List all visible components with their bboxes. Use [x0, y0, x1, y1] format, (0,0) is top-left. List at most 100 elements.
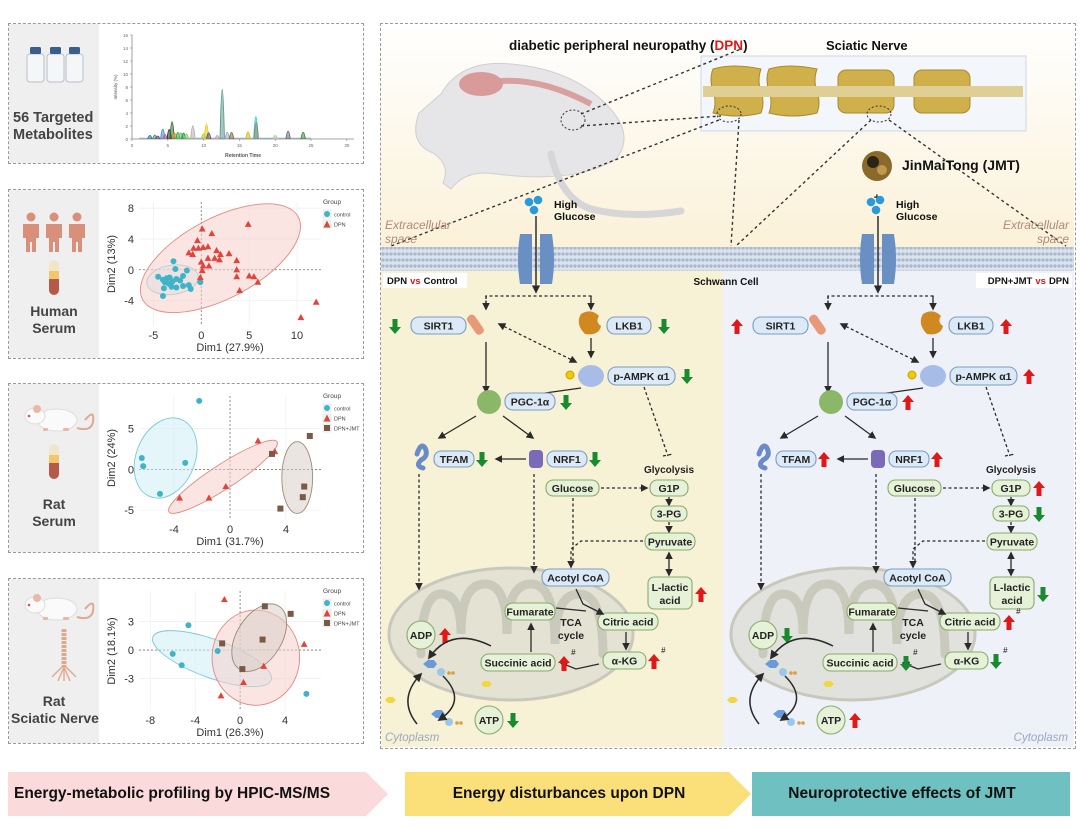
- legend-marker-dpn-jmt: [324, 620, 330, 626]
- point-dpn: [198, 266, 206, 274]
- point-dpn: [233, 273, 241, 280]
- mitochondrion-cristae: [416, 579, 608, 659]
- phosphate-group-icon: [801, 721, 805, 725]
- jmt-herb-image: [862, 151, 892, 181]
- y-tick-label: 8: [128, 203, 134, 215]
- x-tick-label: 5: [167, 143, 170, 148]
- significance-hash-mark: #: [1016, 607, 1021, 616]
- x-tick-label: 25: [309, 143, 315, 148]
- point-dpn: [312, 298, 320, 305]
- point-control: [183, 267, 190, 274]
- point-dpn-jmt: [306, 432, 313, 439]
- point-control: [196, 397, 203, 404]
- point-dpn: [198, 225, 206, 232]
- fumarate-label: Fumarate: [848, 606, 895, 618]
- ampk-inhibits-glycolysis: [985, 386, 1016, 457]
- pampk-change-arrow: [681, 369, 693, 384]
- g1p-change-arrow: [1033, 481, 1045, 496]
- panel-b-label-line2: Serum: [32, 320, 76, 336]
- legend-marker-dpn: [323, 609, 331, 617]
- atp-change-arrow: [507, 713, 519, 728]
- point-control: [197, 279, 204, 286]
- sirt1-ampk-crosstalk-arrow: [839, 323, 920, 363]
- pgc1a-to-tfam-arrow: [779, 415, 819, 439]
- lkb1-box: [948, 316, 994, 335]
- pyruvate-label: Pyruvate: [648, 536, 693, 548]
- chromatogram-peak: [155, 135, 161, 140]
- transporter-subunit: [860, 234, 874, 284]
- glucose-molecule-icon: [533, 195, 543, 205]
- nrf1-box: [888, 450, 930, 468]
- acetylcoa-box: [541, 568, 610, 587]
- point-dpn: [260, 662, 268, 669]
- chromatogram-peak: [245, 131, 251, 140]
- sirt1-box: [752, 316, 809, 335]
- adp-change-arrow: [439, 628, 451, 643]
- fumarate-box: [846, 602, 898, 621]
- cycle-arrow: [769, 637, 834, 660]
- acetylcoa-to-citric-arrow: [575, 588, 605, 615]
- extracellular-label-left: Extracellular: [385, 218, 452, 232]
- phosphate-icon: [907, 370, 917, 380]
- jmt-label: JinMaiTong (JMT): [902, 157, 1020, 173]
- disease-title: diabetic peripheral neuropathy (DPN): [509, 38, 748, 53]
- y-tick-label: 0: [125, 137, 128, 142]
- comparison-right-a: DPN+JMT: [988, 276, 1033, 287]
- transporter-subunit: [518, 234, 532, 284]
- chromatogram-peak: [272, 134, 278, 140]
- point-dpn: [204, 254, 212, 261]
- y-tick-label: 0: [128, 464, 134, 476]
- legend-marker-control: [324, 600, 330, 606]
- point-dpn: [208, 229, 216, 237]
- tfam-change-arrow: [818, 452, 830, 467]
- lkb1-box: [606, 316, 652, 335]
- legend-label-dpn: DPN: [334, 223, 346, 229]
- rat-icon: [24, 594, 95, 621]
- x-tick-label: 10: [291, 330, 303, 342]
- atp-label: ATP: [821, 715, 841, 727]
- atp-circle: [816, 705, 846, 735]
- point-control: [172, 266, 179, 273]
- extracellular-space-left: space: [385, 232, 417, 246]
- adp-to-atp-arrow: [437, 675, 456, 721]
- mitochondrion-cristae: [758, 579, 950, 659]
- point-control: [140, 463, 147, 470]
- fumarate-label: Fumarate: [506, 606, 553, 618]
- legend-label-dpn-jmt: DPN+JMT: [334, 622, 360, 628]
- workflow-step-1: Energy-metabolic profiling by HPIC-MS/MS: [8, 772, 388, 816]
- tfam-protein-icon: [756, 443, 771, 471]
- x-tick-label: 30: [344, 143, 350, 148]
- zoom-connector-lines: [390, 48, 1067, 247]
- vials-icon: [26, 47, 84, 83]
- point-dpn: [216, 256, 223, 263]
- y-tick-label: 10: [123, 72, 129, 77]
- lkb1-protein-icon: [920, 311, 943, 335]
- chromatogram-peak: [253, 121, 259, 140]
- confidence-ellipse-control: [133, 417, 198, 499]
- point-control: [214, 648, 221, 654]
- pyruvate-label: Pyruvate: [990, 536, 1035, 548]
- x-tick-label: 0: [198, 330, 204, 342]
- point-dpn: [217, 250, 224, 257]
- point-dpn: [254, 437, 262, 444]
- tfam-change-arrow: [476, 452, 488, 467]
- x-axis-label: Dim1 (31.7%): [196, 536, 263, 548]
- legend-label-control: control: [334, 213, 351, 219]
- y-tick-label: 8: [125, 85, 128, 90]
- glucose-molecule-icon: [866, 197, 876, 207]
- pi-icon: [823, 681, 834, 687]
- y-axis-label: Dim2 (18.1%): [106, 617, 118, 684]
- mouse-illustration: [415, 62, 685, 219]
- y-tick-label: 16: [123, 33, 129, 38]
- g1p-label: G1P: [1000, 483, 1021, 495]
- y-tick-label: 14: [123, 46, 129, 51]
- x-axis-label: Dim1 (27.9%): [196, 342, 263, 354]
- point-dpn: [189, 250, 197, 257]
- lactic-label-line2: acid: [659, 595, 680, 607]
- point-control: [177, 277, 184, 284]
- workflow-step-label: Energy-metabolic profiling by HPIC-MS/MS: [14, 785, 331, 802]
